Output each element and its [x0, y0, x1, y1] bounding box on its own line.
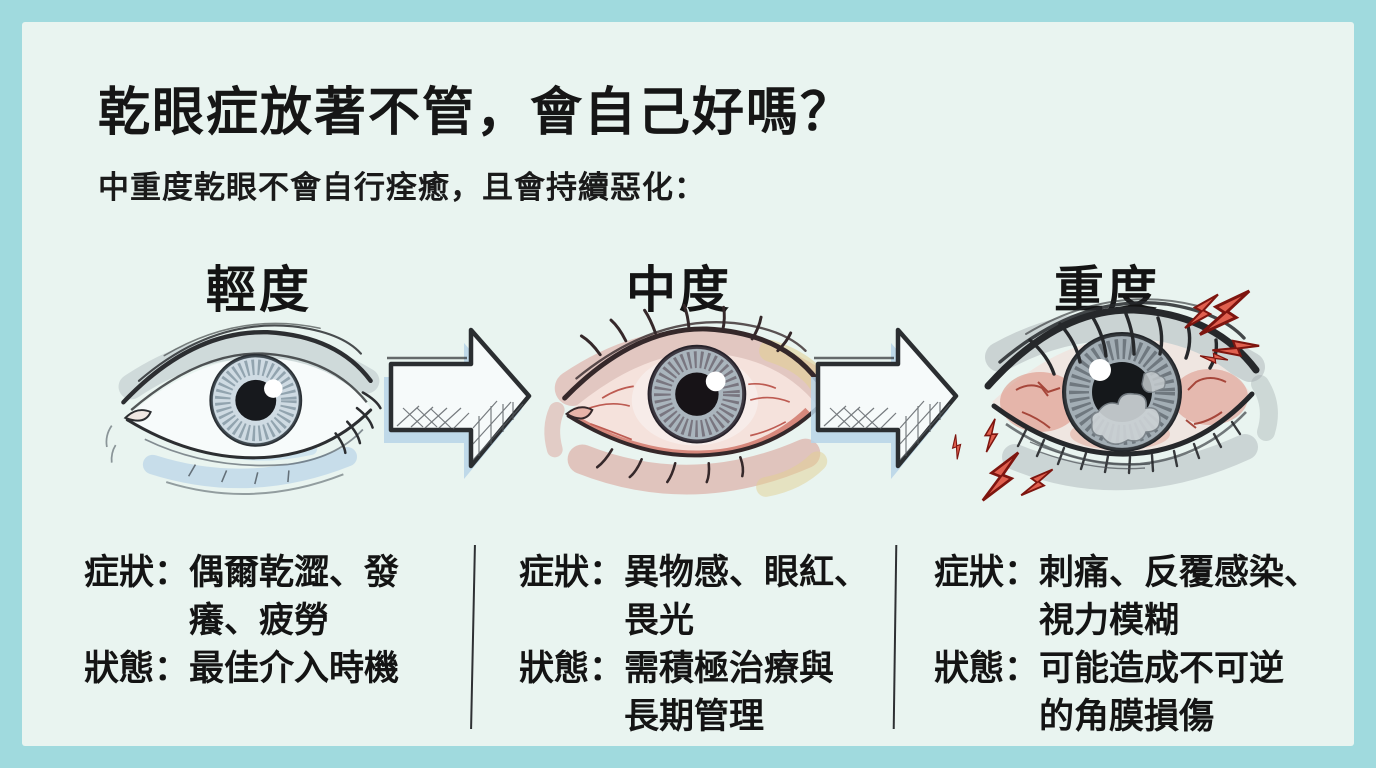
symptom-label: 症狀：	[934, 553, 1040, 592]
page-title: 乾眼症放著不管，會自己好嗎？	[98, 84, 855, 142]
symptom-text: 症狀： 偶爾乾澀、發 癢、疲勞	[84, 549, 399, 645]
infographic-panel: 乾眼症放著不管，會自己好嗎？ 中重度乾眼不會自行痊癒，且會持續惡化： 輕度 中度…	[22, 22, 1354, 746]
progression-arrow-icon	[811, 327, 959, 479]
symptom-label: 症狀：	[519, 553, 625, 592]
stage-details-severe: 症狀： 刺痛、反覆感染、 視力模糊 狀態： 可能造成不可逆 的角膜損傷	[934, 549, 1319, 741]
column-divider	[892, 544, 898, 730]
column-divider	[470, 544, 476, 730]
healthy-eye-illustration	[105, 322, 382, 495]
page-subtitle: 中重度乾眼不會自行痊癒，且會持續惡化：	[98, 170, 706, 205]
status-label: 狀態：	[84, 649, 190, 688]
progression-arrow-icon	[384, 327, 532, 479]
status-label: 狀態：	[519, 649, 625, 688]
status-text: 狀態： 可能造成不可逆 的角膜損傷	[934, 645, 1319, 741]
stage-label-mild: 輕度	[206, 262, 312, 318]
stage-details-moderate: 症狀： 異物感、眼紅、 畏光 狀態： 需積極治療與 長期管理	[519, 549, 869, 741]
status-label: 狀態：	[934, 649, 1040, 688]
symptom-text: 症狀： 刺痛、反覆感染、 視力模糊	[934, 549, 1319, 645]
symptom-label: 症狀：	[84, 553, 190, 592]
status-text: 狀態： 需積極治療與 長期管理	[519, 645, 869, 741]
stage-details-mild: 症狀： 偶爾乾澀、發 癢、疲勞 狀態： 最佳介入時機	[84, 549, 399, 693]
symptom-text: 症狀： 異物感、眼紅、 畏光	[519, 549, 869, 645]
severely-damaged-eye-illustration	[945, 278, 1278, 507]
stage-label-moderate: 中度	[626, 262, 732, 318]
red-irritated-eye-illustration	[544, 303, 834, 497]
status-text: 狀態： 最佳介入時機	[84, 645, 399, 693]
